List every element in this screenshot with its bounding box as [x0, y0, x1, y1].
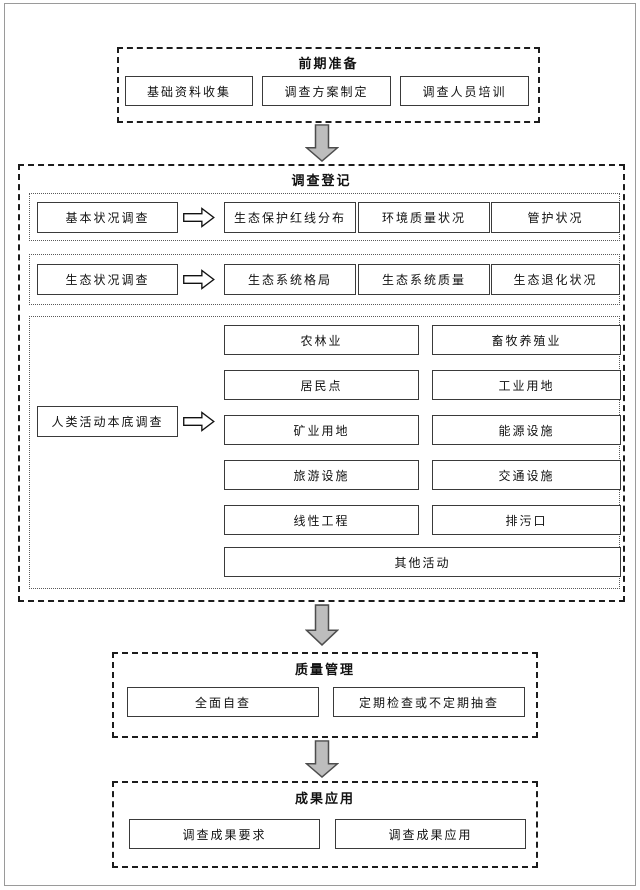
box-industrial-land: 工业用地 [432, 370, 621, 400]
section-title-application: 成果应用 [294, 791, 355, 806]
box-ecological-status-survey: 生态状况调查 [37, 264, 178, 295]
box-comprehensive-self-check: 全面自查 [127, 687, 319, 717]
section-preparation: 前期准备 基础资料收集 调查方案制定 调查人员培训 [117, 47, 540, 123]
box-energy-facilities: 能源设施 [432, 415, 621, 445]
box-basic-status-survey: 基本状况调查 [37, 202, 178, 233]
subsection-human-activity: 人类活动本底调查 农林业 畜牧养殖业 居民点 工业用地 矿业用地 能源设施 旅游… [29, 316, 621, 589]
box-survey-results-application: 调查成果应用 [335, 819, 526, 849]
box-eco-redline-distribution: 生态保护红线分布 [224, 202, 356, 233]
right-arrow-icon [182, 411, 216, 432]
down-arrow-icon [304, 604, 340, 647]
section-title-preparation: 前期准备 [298, 56, 359, 71]
box-basic-data-collection: 基础资料收集 [125, 76, 253, 106]
box-ecosystem-quality: 生态系统质量 [358, 264, 490, 295]
box-tourism-facilities: 旅游设施 [224, 460, 419, 490]
page-border [4, 3, 636, 886]
subsection-basic-status: 基本状况调查 生态保护红线分布 环境质量状况 管护状况 [29, 193, 620, 241]
box-other-activities: 其他活动 [224, 547, 621, 577]
box-survey-results-requirements: 调查成果要求 [129, 819, 320, 849]
box-mining-land: 矿业用地 [224, 415, 419, 445]
down-arrow-icon [304, 124, 340, 163]
box-environmental-quality: 环境质量状况 [358, 202, 490, 233]
right-arrow-icon [182, 269, 216, 290]
box-ecological-degradation: 生态退化状况 [491, 264, 620, 295]
section-title-registration: 调查登记 [291, 173, 352, 188]
right-arrow-icon [182, 207, 216, 228]
box-management-protection-status: 管护状况 [491, 202, 620, 233]
subsection-ecological-status: 生态状况调查 生态系统格局 生态系统质量 生态退化状况 [29, 254, 620, 305]
box-surveyor-training: 调查人员培训 [400, 76, 529, 106]
box-sewage-outlets: 排污口 [432, 505, 621, 535]
section-title-quality: 质量管理 [294, 662, 355, 677]
box-livestock-breeding: 畜牧养殖业 [432, 325, 621, 355]
box-periodic-or-random-inspection: 定期检查或不定期抽查 [333, 687, 525, 717]
box-agriculture-forestry: 农林业 [224, 325, 419, 355]
box-residential-areas: 居民点 [224, 370, 419, 400]
box-ecosystem-pattern: 生态系统格局 [224, 264, 356, 295]
box-linear-projects: 线性工程 [224, 505, 419, 535]
section-registration: 调查登记 基本状况调查 生态保护红线分布 环境质量状况 管护状况 生态状况调查 … [18, 164, 625, 602]
box-survey-plan-formulation: 调查方案制定 [262, 76, 391, 106]
down-arrow-icon [304, 740, 340, 779]
box-transport-facilities: 交通设施 [432, 460, 621, 490]
section-quality: 质量管理 全面自查 定期检查或不定期抽查 [112, 652, 538, 738]
box-human-activity-baseline-survey: 人类活动本底调查 [37, 406, 178, 437]
section-application: 成果应用 调查成果要求 调查成果应用 [112, 781, 538, 868]
